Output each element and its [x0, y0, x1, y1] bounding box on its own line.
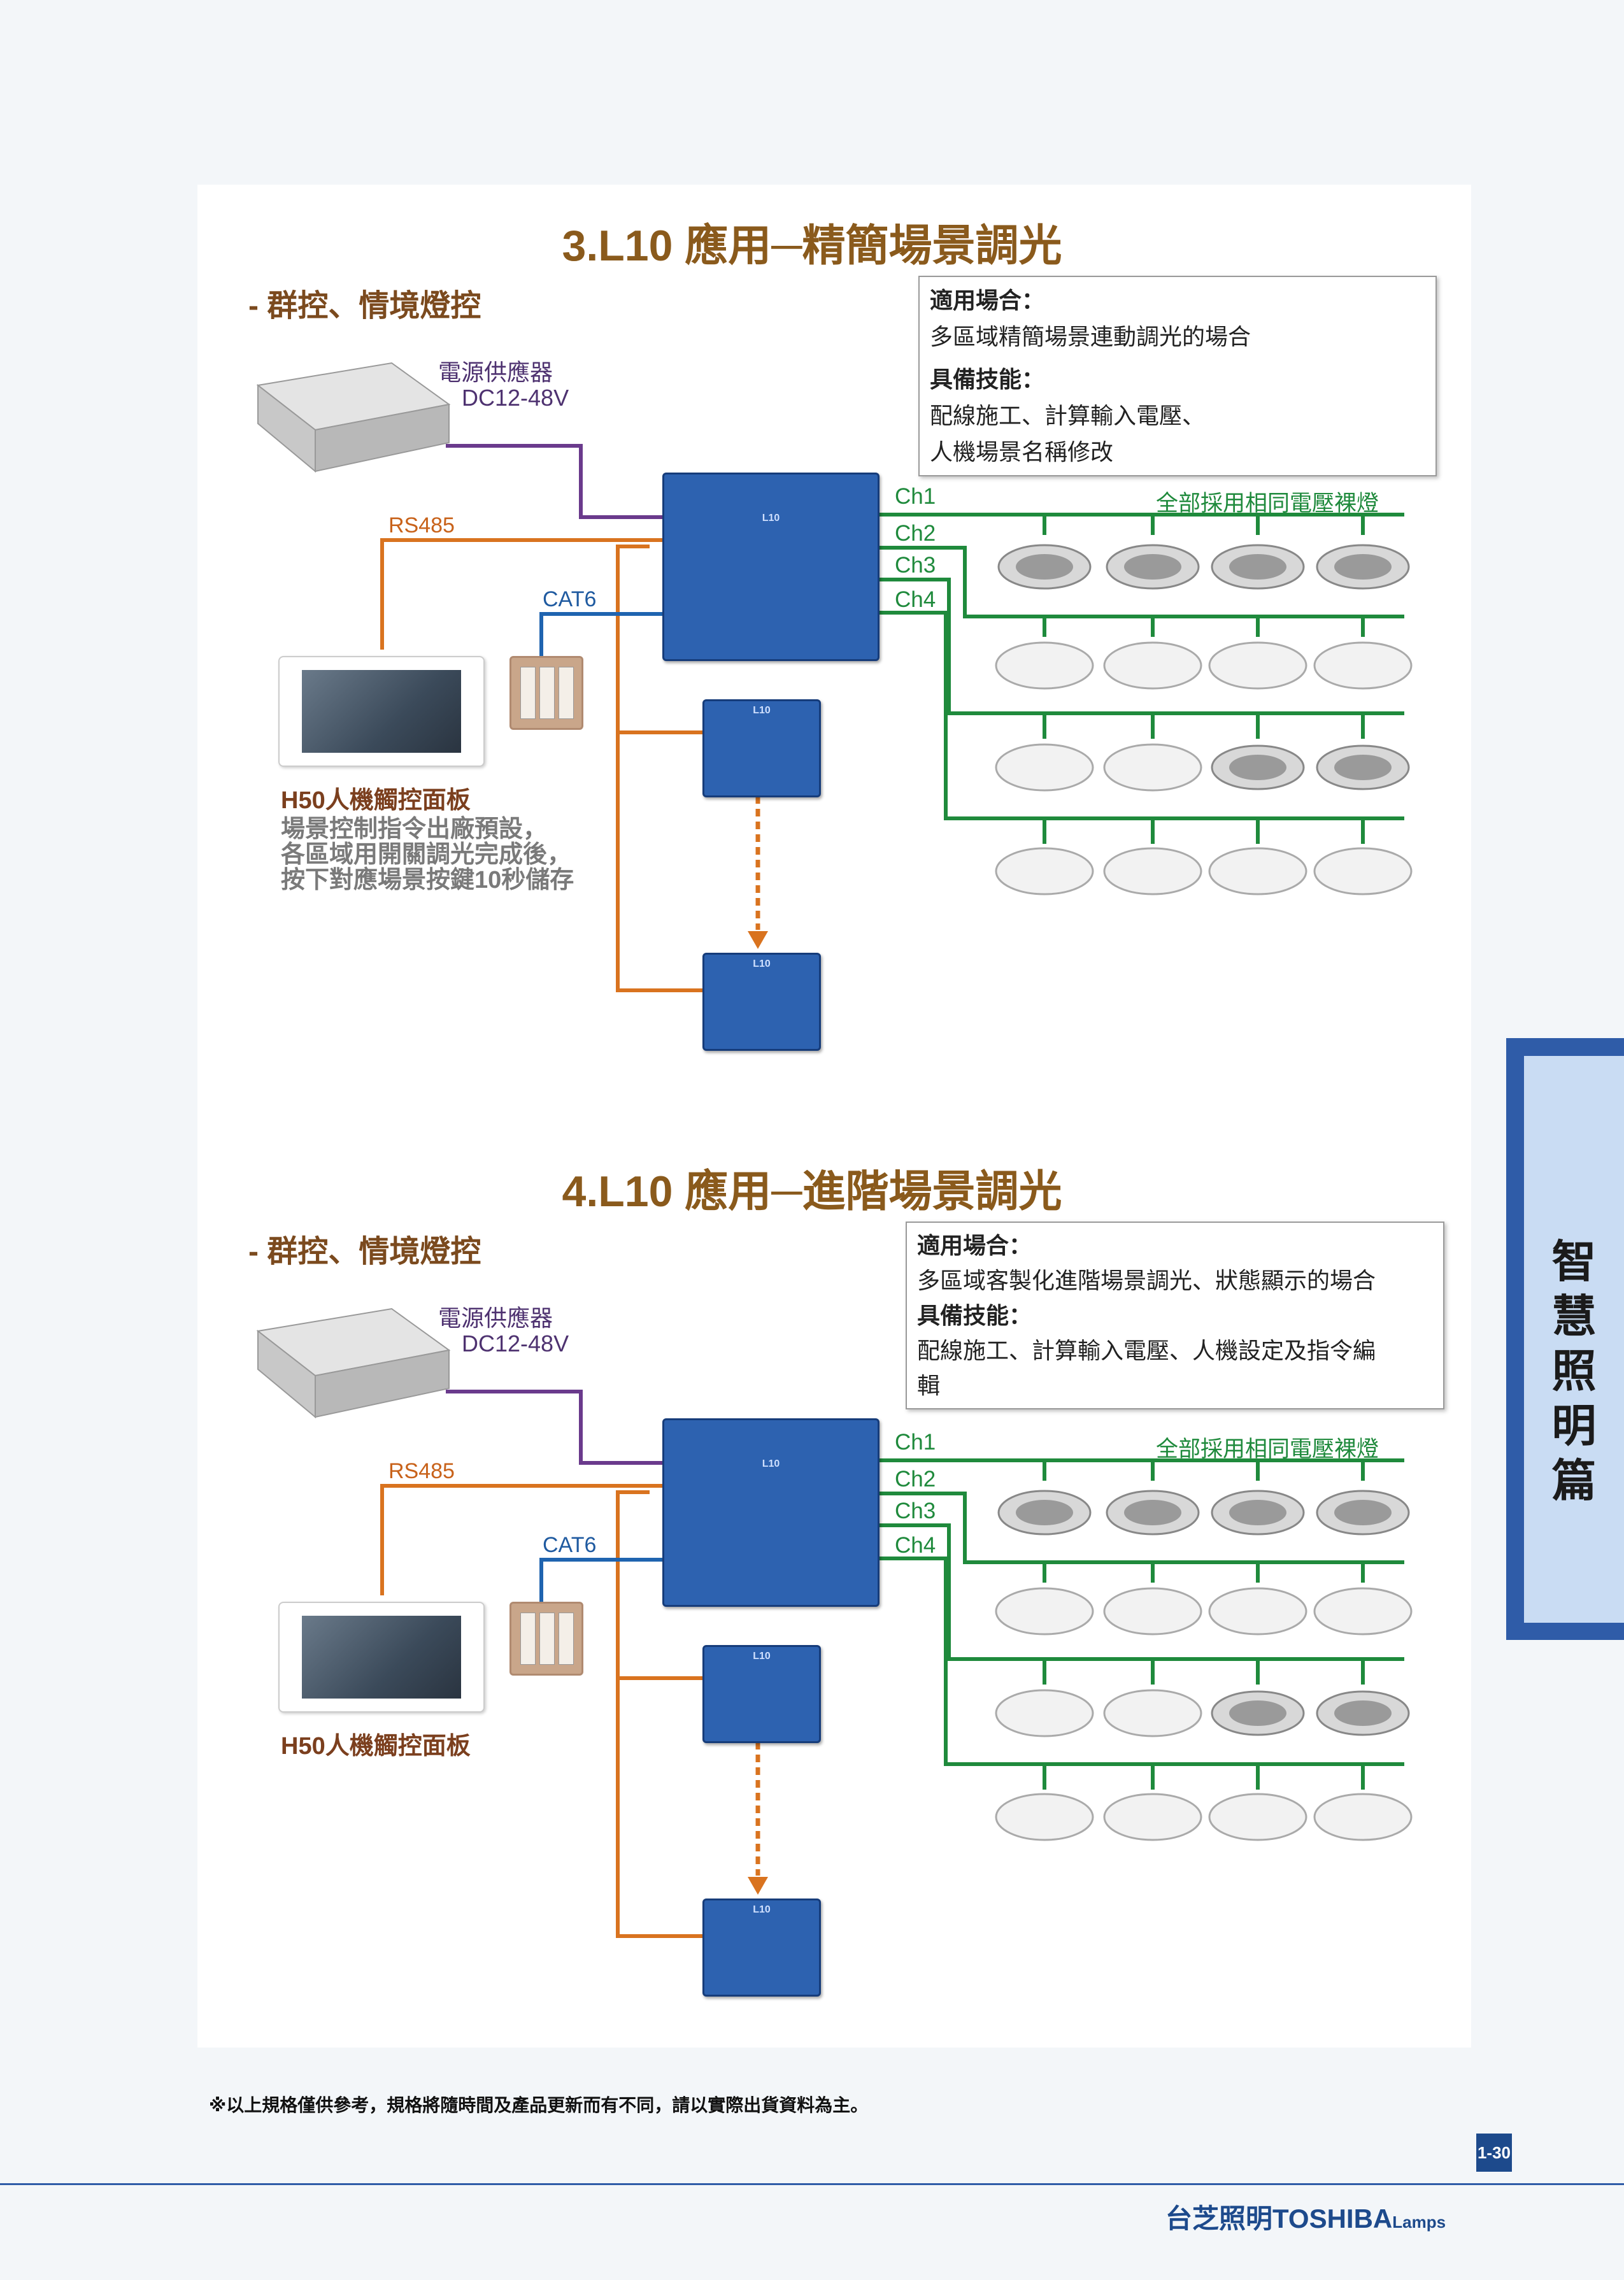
- ch2-label: Ch2: [895, 521, 936, 546]
- section1-title: 3.L10 應用─精簡場景調光: [562, 222, 1062, 270]
- scene-description: 場景控制指令出廠預設， 各區域用開關調光完成後， 按下對應場景按鍵10秒儲存: [281, 816, 574, 893]
- section1-wiring: [380, 444, 1413, 992]
- wall-switch-image: [509, 1602, 583, 1676]
- power-supply-image: [256, 362, 451, 473]
- applicable-text: 多區域客製化進階場景調光、狀態顯示的場合: [917, 1267, 1376, 1293]
- skills-text-2: 輯: [917, 1372, 941, 1399]
- applicable-heading: 適用場合：: [917, 1232, 1032, 1258]
- l10-controller-n: L10: [702, 953, 821, 1051]
- lamp-row-2: [995, 641, 1413, 690]
- lamp-row-1: [997, 544, 1410, 590]
- skills-text-2: 人機場景名稱修改: [930, 439, 1114, 465]
- wall-switch-image: [509, 656, 583, 730]
- l10-controller-main: L10: [662, 473, 880, 661]
- psu-voltage: DC12-48V: [462, 385, 569, 411]
- l10-controller-main: L10: [662, 1418, 880, 1607]
- lamp-row-4: [995, 847, 1413, 895]
- side-tab-text: 智慧照明篇: [1524, 1234, 1624, 1508]
- cat6-label: CAT6: [543, 1533, 597, 1557]
- ch3-label: Ch3: [895, 553, 936, 578]
- footnote: ※以上規格僅供參考，規格將隨時間及產品更新而有不同，請以實際出貨資料為主。: [209, 2095, 869, 2115]
- controller-label: L10: [753, 958, 771, 969]
- h50-panel-label: H50人機觸控面板: [281, 1733, 471, 1760]
- l10-controller-n: L10: [702, 1899, 821, 1997]
- section2-subtitle: - 群控、情境燈控: [248, 1235, 481, 1269]
- h50-panel-label: H50人機觸控面板: [281, 787, 471, 814]
- page-number: 1-30: [1476, 2134, 1512, 2172]
- brand-suffix: Lamps: [1392, 2212, 1446, 2232]
- same-voltage-label: 全部採用相同電壓裸燈: [1156, 1437, 1379, 1462]
- side-tab-label: 智慧照明篇: [1551, 1237, 1597, 1506]
- h50-touch-panel-image: [278, 656, 485, 767]
- psu-label: 電源供應器: [438, 1305, 553, 1331]
- section2-info-box: 適用場合： 多區域客製化進階場景調光、狀態顯示的場合 具備技能： 配線施工、計算…: [906, 1222, 1444, 1409]
- psu-voltage: DC12-48V: [462, 1330, 569, 1357]
- controller-label: L10: [762, 1458, 780, 1469]
- ch4-label: Ch4: [895, 1533, 936, 1558]
- power-supply-image: [256, 1307, 451, 1419]
- lamp-row-3: [995, 743, 1410, 792]
- cat6-label: CAT6: [543, 587, 597, 611]
- controller-label: L10: [762, 513, 780, 524]
- desc-line-2: 各區域用開關調光完成後，: [281, 841, 572, 868]
- section2-title: 4.L10 應用─進階場景調光: [562, 1167, 1062, 1216]
- section1-info-box: 適用場合： 多區域精簡場景連動調光的場合 具備技能： 配線施工、計算輸入電壓、 …: [918, 276, 1437, 476]
- rs485-label: RS485: [388, 1459, 455, 1483]
- controller-label: L10: [753, 1904, 771, 1915]
- desc-line-1: 場景控制指令出廠預設，: [281, 816, 548, 843]
- desc-line-3: 按下對應場景按鍵10秒儲存: [281, 867, 574, 894]
- controller-label: L10: [753, 705, 771, 716]
- skills-heading: 具備技能：: [930, 366, 1045, 392]
- footer-divider: [0, 2183, 1624, 2185]
- ch2-label: Ch2: [895, 1467, 936, 1492]
- ch1-label: Ch1: [895, 484, 936, 509]
- h50-touch-panel-image: [278, 1602, 485, 1713]
- brand-name: 台芝照明TOSHIBA: [1165, 2204, 1393, 2234]
- ch3-label: Ch3: [895, 1499, 936, 1523]
- brand-logo: 台芝照明TOSHIBALamps: [1165, 2197, 1446, 2236]
- section2-wiring: [380, 1390, 1413, 1938]
- applicable-heading: 適用場合：: [930, 287, 1045, 313]
- skills-text-1: 配線施工、計算輸入電壓、: [930, 403, 1206, 429]
- l10-controller-2: L10: [702, 699, 821, 797]
- rs485-label: RS485: [388, 513, 455, 538]
- ch4-label: Ch4: [895, 587, 936, 612]
- section1-subtitle: - 群控、情境燈控: [248, 289, 481, 323]
- skills-text-1: 配線施工、計算輸入電壓、人機設定及指令編: [917, 1337, 1376, 1364]
- same-voltage-label: 全部採用相同電壓裸燈: [1156, 491, 1379, 516]
- skills-heading: 具備技能：: [917, 1302, 1032, 1329]
- psu-label: 電源供應器: [438, 359, 553, 385]
- l10-controller-2: L10: [702, 1645, 821, 1743]
- applicable-text: 多區域精簡場景連動調光的場合: [930, 324, 1251, 350]
- section-side-tab: 智慧照明篇: [1506, 1038, 1624, 1640]
- ch1-label: Ch1: [895, 1430, 936, 1455]
- controller-label: L10: [753, 1651, 771, 1662]
